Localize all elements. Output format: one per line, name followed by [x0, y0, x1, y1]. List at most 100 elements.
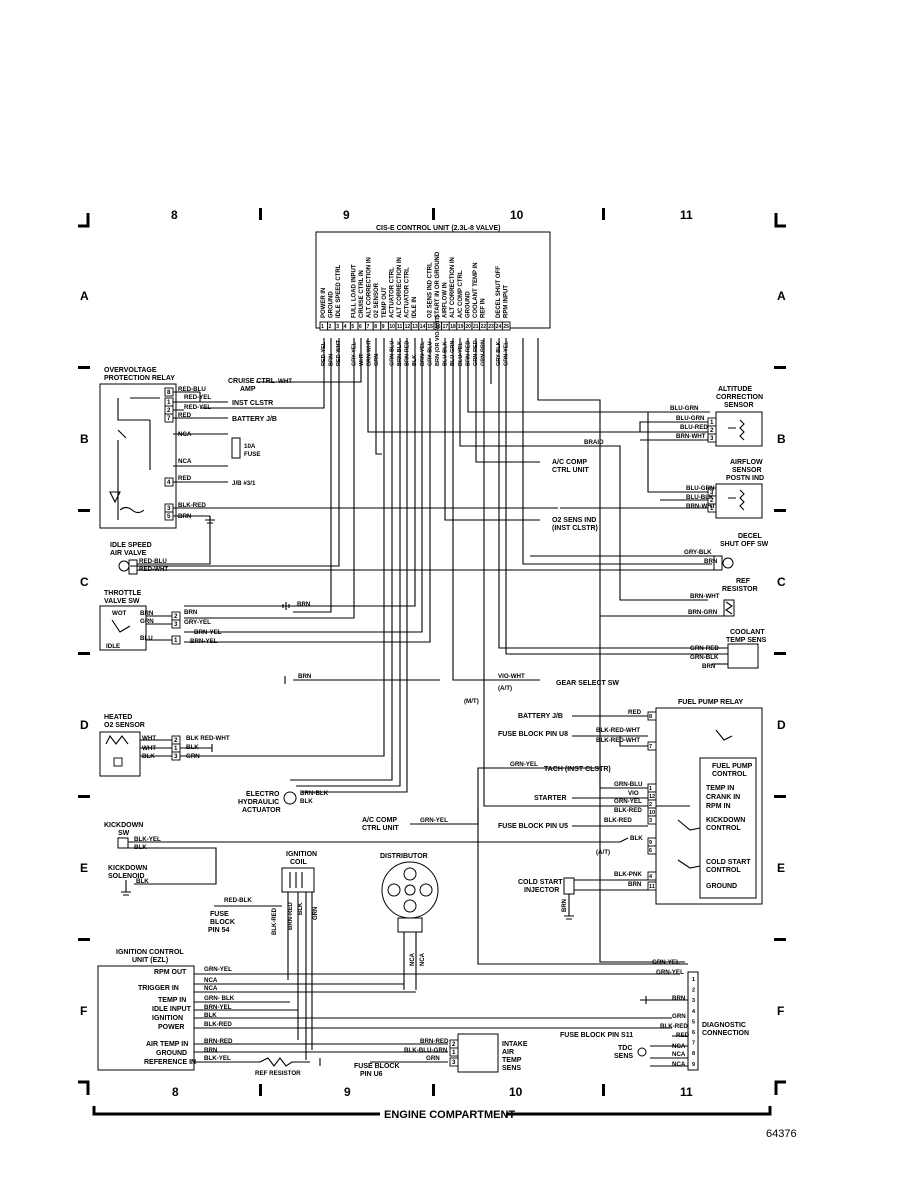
svg-text:BLU: BLU [140, 635, 153, 642]
control-unit-pin-number: 8 [374, 324, 377, 330]
svg-text:TRIGGER IN: TRIGGER IN [138, 985, 179, 992]
distributor: DISTRIBUTOR NCA NCA [380, 853, 439, 990]
svg-text:RED-BLU: RED-BLU [139, 558, 167, 565]
control-unit-pin-number: 21 [473, 324, 479, 330]
svg-text:FUSE BLOCK PIN U5: FUSE BLOCK PIN U5 [498, 823, 568, 830]
svg-text:SHUT OFF SW: SHUT OFF SW [720, 541, 769, 548]
control-unit-function: ACTUATOR CTRL [389, 267, 395, 318]
svg-text:BLK-RED: BLK-RED [660, 1023, 688, 1030]
svg-text:BRN: BRN [297, 601, 311, 608]
svg-text:RED: RED [178, 475, 192, 482]
svg-text:IDLE SPEED: IDLE SPEED [110, 542, 152, 549]
control-unit-pin-number: 22 [481, 324, 487, 330]
svg-text:COLD START: COLD START [518, 879, 563, 886]
svg-text:AIR: AIR [502, 1049, 514, 1056]
svg-text:GRN-RED: GRN-RED [690, 645, 719, 652]
svg-text:BRN-RED: BRN-RED [420, 1038, 449, 1045]
svg-text:GRN-BLU: GRN-BLU [614, 781, 643, 788]
relay-title: PROTECTION RELAY [104, 375, 175, 382]
control-unit-pin-number: 3 [336, 324, 339, 330]
svg-text:BLK: BLK [204, 1012, 217, 1019]
svg-text:GRN: GRN [672, 1013, 686, 1020]
svg-text:BLK-RED-WHT: BLK-RED-WHT [596, 727, 640, 734]
fuel-pump-relay: FUEL PUMP RELAY BATTERY J/B FUSE BLOCK P… [498, 699, 763, 905]
svg-text:NCA: NCA [672, 1051, 686, 1058]
svg-text:FUEL PUMP RELAY: FUEL PUMP RELAY [678, 699, 744, 706]
svg-text:VIO: VIO [628, 790, 639, 797]
svg-text:KICKDOWN: KICKDOWN [104, 822, 143, 829]
row-label: A [80, 289, 89, 303]
svg-text:IDLE: IDLE [106, 643, 120, 650]
svg-text:WHT: WHT [142, 735, 156, 742]
svg-text:BATTERY J/B: BATTERY J/B [232, 416, 277, 423]
control-unit-function: ACTUATOR CTRL [405, 267, 411, 318]
row-label: C [80, 575, 89, 589]
svg-text:2: 2 [452, 1041, 456, 1048]
control-unit-pin-number: 23 [488, 324, 494, 330]
svg-text:FUEL PUMP: FUEL PUMP [712, 763, 753, 770]
svg-text:(A/T): (A/T) [498, 685, 512, 692]
control-unit-pin-number: 15 [427, 324, 433, 330]
svg-text:KICKDOWN: KICKDOWN [706, 817, 745, 824]
svg-text:BLK-PNK: BLK-PNK [614, 871, 642, 878]
control-unit-function: TEMP OUT [382, 287, 388, 318]
svg-text:GRY-BLK: GRY-BLK [684, 549, 712, 556]
col-label: 11 [680, 208, 693, 222]
row-label: E [80, 861, 88, 875]
svg-text:GROUND: GROUND [156, 1050, 187, 1057]
control-unit-function: A/C COMP CTRL [458, 270, 464, 318]
footer: ENGINE COMPARTMENT 64376 [92, 1106, 797, 1140]
svg-text:(A/T): (A/T) [596, 849, 610, 856]
control-unit-pin-number: 18 [450, 324, 456, 330]
svg-text:CTRL UNIT: CTRL UNIT [552, 467, 590, 474]
control-unit-function: GROUND [329, 291, 335, 318]
row-label: B [80, 432, 89, 446]
svg-text:DIAGNOSTIC: DIAGNOSTIC [702, 1022, 746, 1029]
svg-text:SENS: SENS [614, 1053, 633, 1060]
svg-text:BLK-RED: BLK-RED [614, 807, 642, 814]
svg-text:GRN: GRN [186, 753, 200, 760]
row-label: F [80, 1004, 87, 1018]
relay-pin-number: 7 [649, 744, 652, 750]
svg-text:CRANK IN: CRANK IN [706, 794, 740, 801]
svg-text:REF RESISTOR: REF RESISTOR [255, 1070, 301, 1077]
diagnostic-pin-number: 4 [692, 1009, 696, 1015]
intake-air-temp-sensor: 2 1 3 BRN-RED BLK-BLU-GRN GRN INTAKE AIR… [354, 1033, 528, 1078]
relay-pin-number: 4 [649, 874, 653, 880]
figure-number: 64376 [766, 1128, 797, 1140]
row-label: D [80, 718, 89, 732]
svg-text:CONTROL: CONTROL [712, 771, 747, 778]
svg-text:2: 2 [710, 427, 714, 434]
svg-text:TEMP IN: TEMP IN [158, 997, 186, 1004]
svg-text:RED-BLK: RED-BLK [224, 897, 252, 904]
svg-text:VALVE SW: VALVE SW [104, 598, 140, 605]
svg-text:BRN: BRN [704, 558, 718, 565]
svg-text:O2 SENS IND: O2 SENS IND [552, 517, 596, 524]
control-unit-pin-number: 9 [382, 324, 385, 330]
svg-text:3: 3 [452, 1059, 456, 1066]
svg-text:(M/T): (M/T) [464, 698, 479, 705]
svg-text:1: 1 [710, 505, 714, 512]
diagnostic-pin-number: 5 [692, 1019, 695, 1025]
svg-text:BLU-GRN: BLU-GRN [676, 415, 705, 422]
svg-text:CONNECTION: CONNECTION [702, 1030, 749, 1037]
svg-text:INJECTOR: INJECTOR [524, 887, 559, 894]
svg-text:SENSOR: SENSOR [732, 467, 762, 474]
svg-text:BLU-RED: BLU-RED [680, 424, 708, 431]
svg-text:BLK-RED: BLK-RED [178, 502, 206, 509]
svg-text:AIR VALVE: AIR VALVE [110, 550, 147, 557]
control-unit-function: ALT CORRECTION IN [367, 257, 373, 318]
svg-text:BRN-GRN: BRN-GRN [688, 609, 718, 616]
svg-text:GEAR SELECT SW: GEAR SELECT SW [556, 680, 619, 687]
svg-text:WOT: WOT [112, 610, 127, 617]
row-label: E [777, 861, 785, 875]
svg-text:GRN: GRN [313, 907, 319, 920]
svg-text:GRN-YEL: GRN-YEL [614, 798, 642, 805]
svg-text:REF: REF [736, 578, 751, 585]
diagnostic-pin-number: 7 [692, 1041, 695, 1047]
diagnostic-pin-number: 2 [692, 988, 695, 994]
control-unit-function: ALT CORRECTION IN [397, 257, 403, 318]
